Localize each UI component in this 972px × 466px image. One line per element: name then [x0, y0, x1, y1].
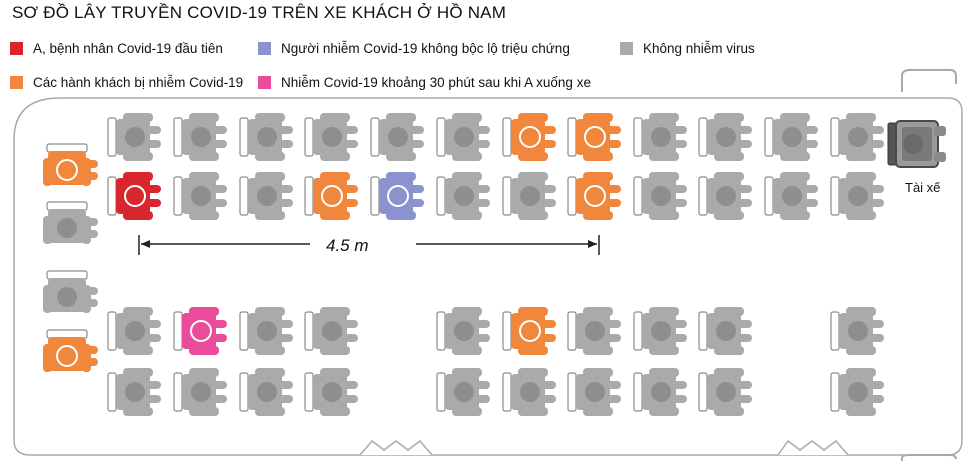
seat-row1-11 — [764, 113, 818, 161]
seat-row2-9 — [633, 172, 687, 220]
seat-row4-2 — [173, 368, 227, 416]
seat-row3-3 — [239, 307, 293, 355]
seat-row2-12 — [830, 172, 884, 220]
seat-row4-8 — [567, 368, 621, 416]
seat-row4-7 — [502, 368, 556, 416]
legend-swatch-not-infected — [620, 42, 633, 55]
seat-row1-12 — [830, 113, 884, 161]
seat-row1-2 — [173, 113, 227, 161]
seat-row2-1 — [107, 172, 161, 220]
seat-row4-9 — [633, 368, 687, 416]
driver-label: Tài xế — [905, 180, 941, 195]
seat-row1-5 — [370, 113, 424, 161]
seat-row4-1 — [107, 368, 161, 416]
bus-outline — [13, 97, 963, 456]
legend-label-after-exit: Nhiễm Covid-19 khoảng 30 phút sau khi A … — [281, 75, 591, 90]
legend-label-infected: Các hành khách bị nhiễm Covid-19 — [33, 75, 244, 90]
seats-layer — [43, 113, 884, 416]
seat-row3-2 — [173, 307, 227, 355]
seat-row3-7 — [502, 307, 556, 355]
legend-asymptomatic: Người nhiễm Covid-19 không bộc lộ triệu … — [258, 41, 570, 56]
seat-row2-6 — [436, 172, 490, 220]
driver-seat — [887, 120, 946, 168]
rear-seat-3 — [43, 270, 98, 313]
distance-marker: 4.5 m — [138, 235, 600, 255]
rear-seat-2 — [43, 201, 98, 244]
legend-infected: Các hành khách bị nhiễm Covid-19 — [10, 75, 243, 90]
seat-row2-8 — [567, 172, 621, 220]
seat-row4-12 — [830, 368, 884, 416]
legend-first-patient: A, bệnh nhân Covid-19 đầu tiên — [10, 41, 223, 56]
seat-row2-11 — [764, 172, 818, 220]
seat-row3-8 — [567, 307, 621, 355]
legend-swatch-after-exit — [258, 76, 271, 89]
seat-row2-10 — [698, 172, 752, 220]
legend-label-asymptomatic: Người nhiễm Covid-19 không bộc lộ triệu … — [281, 41, 570, 56]
seat-row2-3 — [239, 172, 293, 220]
legend-swatch-asymptomatic — [258, 42, 271, 55]
seat-row2-5 — [370, 172, 424, 220]
rear-seat-1 — [43, 143, 98, 186]
door-notch-front — [777, 439, 849, 456]
seat-row4-4 — [304, 368, 358, 416]
seat-row1-1 — [107, 113, 161, 161]
distance-arrow-right — [588, 240, 597, 248]
rear-seat-4 — [43, 329, 98, 372]
legend-not-infected: Không nhiễm virus — [620, 41, 755, 56]
legend-after-exit: Nhiễm Covid-19 khoảng 30 phút sau khi A … — [258, 75, 591, 90]
seat-row3-10 — [698, 307, 752, 355]
legend-label-first-patient: A, bệnh nhân Covid-19 đầu tiên — [33, 41, 223, 56]
seat-row4-6 — [436, 368, 490, 416]
seat-row3-1 — [107, 307, 161, 355]
mirror-bottom — [901, 454, 957, 461]
seat-row1-8 — [567, 113, 621, 161]
seat-row2-2 — [173, 172, 227, 220]
seat-row4-10 — [698, 368, 752, 416]
seat-row3-4 — [304, 307, 358, 355]
seat-row1-3 — [239, 113, 293, 161]
seat-row2-7 — [502, 172, 556, 220]
door-notch-middle — [359, 439, 433, 456]
seat-row1-10 — [698, 113, 752, 161]
seat-row1-6 — [436, 113, 490, 161]
seat-row3-9 — [633, 307, 687, 355]
seat-row1-9 — [633, 113, 687, 161]
seat-row2-4 — [304, 172, 358, 220]
legend-swatch-infected — [10, 76, 23, 89]
mirror-top — [901, 69, 957, 92]
seat-row1-4 — [304, 113, 358, 161]
distance-arrow-left — [141, 240, 150, 248]
seat-row1-7 — [502, 113, 556, 161]
distance-label: 4.5 m — [326, 236, 369, 255]
seat-row4-3 — [239, 368, 293, 416]
seat-row3-12 — [830, 307, 884, 355]
legend-label-not-infected: Không nhiễm virus — [643, 41, 755, 56]
diagram-title: SƠ ĐỒ LÂY TRUYỀN COVID-19 TRÊN XE KHÁCH … — [12, 3, 507, 22]
legend-swatch-first-patient — [10, 42, 23, 55]
seat-row3-6 — [436, 307, 490, 355]
